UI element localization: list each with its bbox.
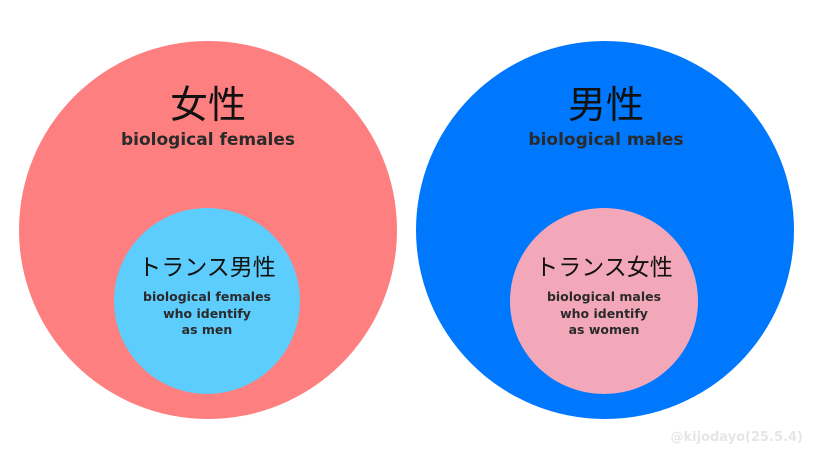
male-subtitle: biological males <box>528 130 684 150</box>
female-subtitle: biological females <box>120 130 296 150</box>
trans-men-description-line: as men <box>181 322 233 337</box>
trans-men-description-line: who identify <box>163 305 251 321</box>
trans-women-description: biological males who identify as women <box>511 289 697 339</box>
trans-women-description-line: biological males <box>546 289 662 304</box>
trans-men-description: biological females who identify as men <box>114 289 300 339</box>
female-title: 女性 <box>169 83 246 127</box>
trans-women-description-line: as women <box>568 322 640 337</box>
trans-women-description-line: who identify <box>560 305 648 321</box>
trans-men-title: トランス男性 <box>138 255 276 281</box>
male-title: 男性 <box>567 83 644 127</box>
trans-women-circle <box>510 208 698 394</box>
credit-watermark: @kijodayo(25.5.4) <box>670 430 803 445</box>
trans-men-circle <box>114 208 300 394</box>
trans-men-description-line: biological females <box>143 289 271 304</box>
trans-women-title: トランス女性 <box>535 255 673 281</box>
